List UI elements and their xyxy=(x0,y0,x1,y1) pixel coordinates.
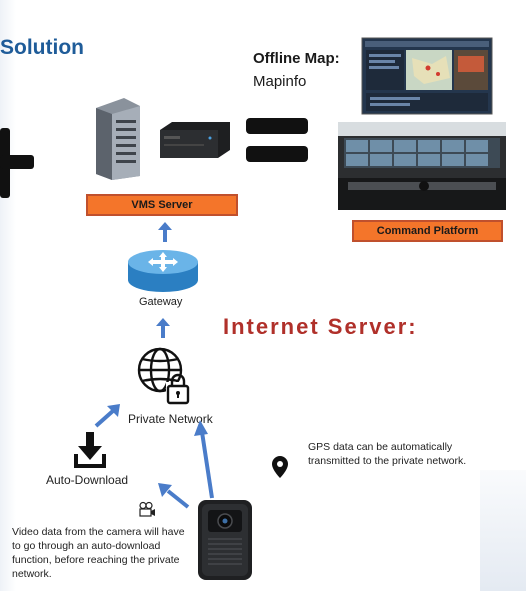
command-platform-label: Command Platform xyxy=(352,220,503,242)
arrow-gateway-to-vms xyxy=(158,222,172,242)
vms-server-label: VMS Server xyxy=(86,194,238,216)
page-title: Solution xyxy=(0,36,84,59)
video-camera-icon xyxy=(139,501,155,517)
globe-lock-icon xyxy=(137,347,190,405)
gateway-label: Gateway xyxy=(139,296,183,308)
arrow-bodycam-to-download xyxy=(158,483,190,509)
plus-sign-horizontal xyxy=(0,155,34,169)
download-icon xyxy=(74,432,106,468)
arrow-bodycam-to-network xyxy=(194,420,214,499)
auto-download-label: Auto-Download xyxy=(46,473,129,487)
private-network-label: Private Network xyxy=(128,412,213,426)
arrow-download-to-network xyxy=(94,404,120,428)
video-note: Video data from the camera will have to … xyxy=(12,526,185,580)
equals-sign-top xyxy=(246,118,308,134)
offline-map-title: Offline Map: xyxy=(253,50,340,67)
arrow-network-to-gateway xyxy=(156,318,170,338)
body-camera-icon xyxy=(198,500,252,580)
offline-map-subtitle: Mapinfo xyxy=(253,73,307,90)
location-pin-icon xyxy=(272,456,288,478)
internet-server-heading: Internet Server: xyxy=(223,314,418,339)
server-tower-icon xyxy=(96,98,140,180)
left-edge-fade xyxy=(0,0,16,591)
equals-sign-bottom xyxy=(246,146,308,162)
router-icon xyxy=(128,250,198,292)
map-screenshot xyxy=(361,37,493,115)
command-center-photo xyxy=(338,122,506,210)
gps-note: GPS data can be automatically transmitte… xyxy=(308,441,467,467)
corner-decoration xyxy=(480,470,526,591)
rack-server-icon xyxy=(160,122,230,158)
